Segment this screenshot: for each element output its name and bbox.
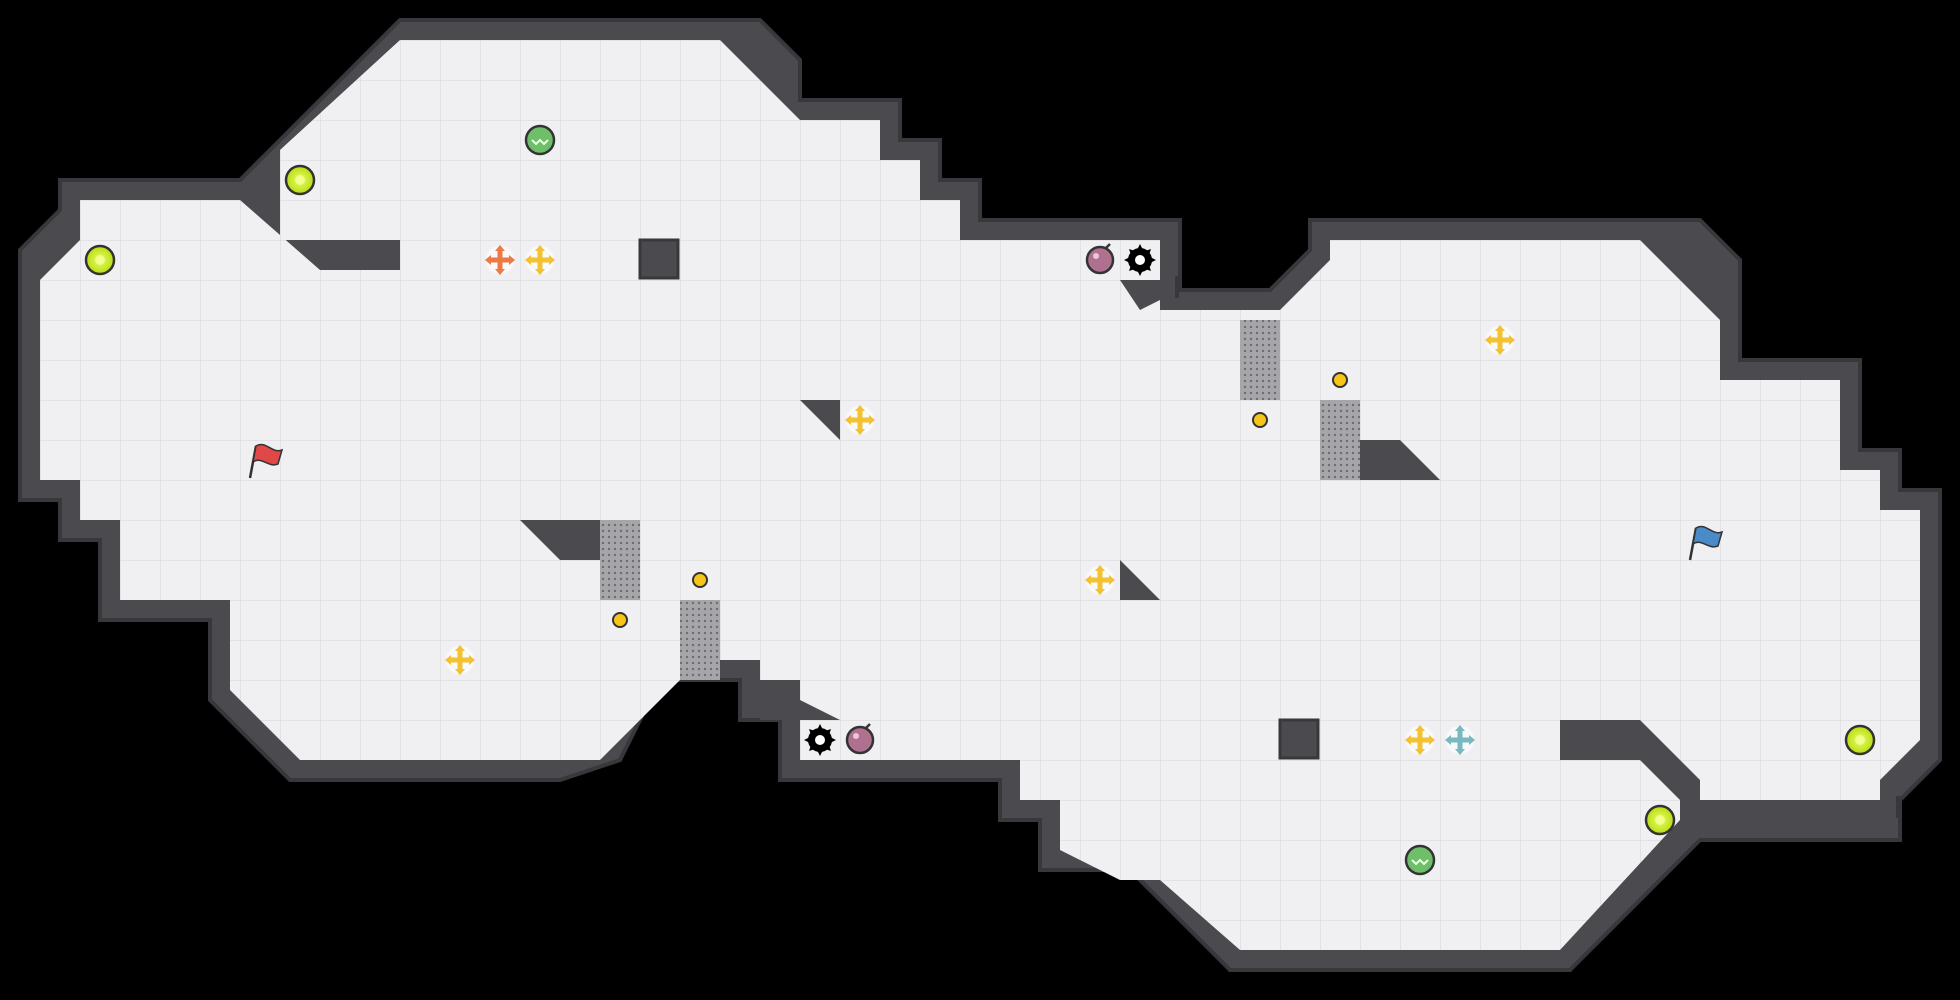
- grate-tile: [680, 600, 720, 680]
- wall-wedge: [1120, 280, 1160, 310]
- spike-mine-icon[interactable]: [804, 724, 836, 756]
- pellet-icon[interactable]: [1332, 372, 1348, 388]
- cross-arrows-icon[interactable]: [1085, 565, 1115, 595]
- glow-orb-icon[interactable]: [284, 164, 316, 196]
- wall-wedge: [760, 680, 840, 720]
- orbs: [84, 124, 1876, 876]
- cross-arrows-icon[interactable]: [1405, 725, 1435, 755]
- cross-arrows-icon[interactable]: [1485, 325, 1515, 355]
- green-orb-icon[interactable]: [1404, 844, 1436, 876]
- wall-wedge: [320, 240, 400, 270]
- cross-arrows-icon[interactable]: [445, 645, 475, 675]
- pellet-icon[interactable]: [1252, 412, 1268, 428]
- wall-wedge: [1120, 560, 1160, 600]
- pellets: [612, 372, 1348, 628]
- red-flag-icon[interactable]: [248, 443, 284, 479]
- powerups: [445, 245, 1515, 755]
- bomb-icon[interactable]: [845, 723, 875, 755]
- blue-flag-icon[interactable]: [1688, 525, 1724, 561]
- wall-wedge: [800, 400, 840, 440]
- gate-marker: [1175, 276, 1179, 298]
- grates: [600, 320, 1360, 680]
- grate-tile: [1240, 320, 1280, 400]
- glow-orb-icon[interactable]: [1844, 724, 1876, 756]
- cross-arrows-icon[interactable]: [1445, 725, 1475, 755]
- bomb-icon[interactable]: [1085, 243, 1115, 275]
- wall-wedge: [520, 520, 600, 560]
- glow-orb-icon[interactable]: [84, 244, 116, 276]
- glow-orb-icon[interactable]: [1644, 804, 1676, 836]
- wall-wedge: [1560, 720, 1700, 800]
- gate-marker: [1896, 796, 1900, 818]
- pellet-icon[interactable]: [692, 572, 708, 588]
- wall-wedge: [1360, 440, 1440, 480]
- green-orb-icon[interactable]: [524, 124, 556, 156]
- cross-arrows-icon[interactable]: [845, 405, 875, 435]
- grate-tile: [600, 520, 640, 600]
- wall-block: [638, 238, 680, 280]
- grate-tile: [1320, 400, 1360, 480]
- cross-arrows-icon[interactable]: [485, 245, 515, 275]
- wall-block: [1278, 718, 1320, 760]
- cross-arrows-icon[interactable]: [525, 245, 555, 275]
- pellet-icon[interactable]: [612, 612, 628, 628]
- spike-mine-icon[interactable]: [1124, 244, 1156, 276]
